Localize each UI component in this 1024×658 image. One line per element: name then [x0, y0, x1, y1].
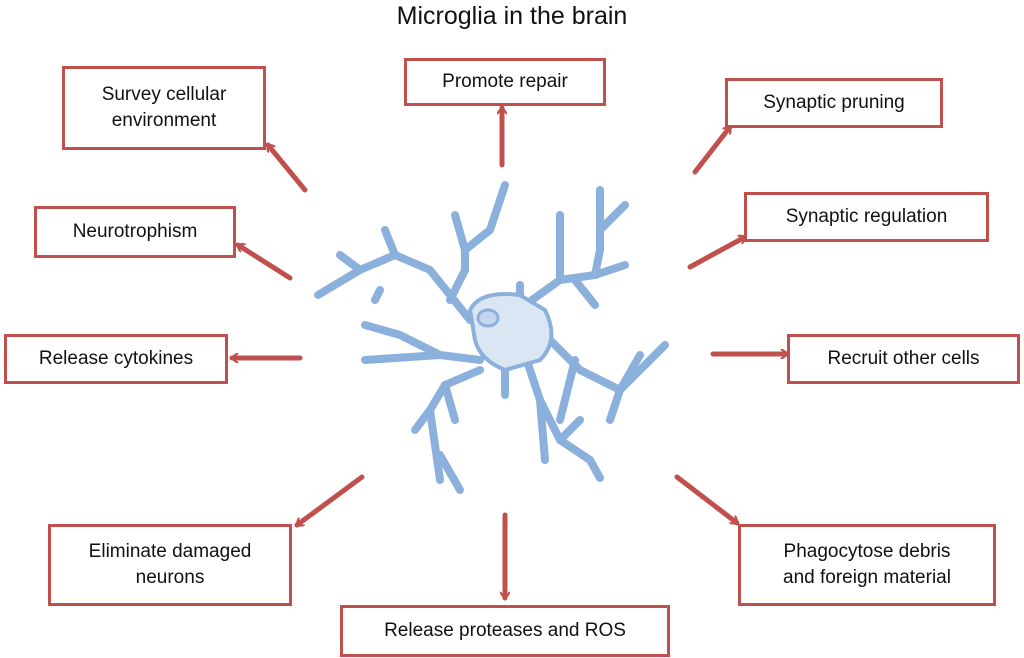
arrow-neurotrophism	[235, 242, 293, 281]
function-box-phagocytose: Phagocytose debris and foreign material	[738, 524, 996, 606]
function-box-survey: Survey cellular environment	[62, 66, 266, 150]
function-box-promote-repair: Promote repair	[404, 58, 606, 106]
function-box-recruit-cells: Recruit other cells	[787, 334, 1020, 384]
function-box-synaptic-regulation: Synaptic regulation	[744, 192, 989, 242]
arrow-eliminate-neurons	[294, 474, 365, 528]
arrow-synaptic-regulation	[687, 237, 745, 270]
function-box-synaptic-pruning: Synaptic pruning	[725, 78, 943, 128]
function-box-eliminate-neurons: Eliminate damaged neurons	[48, 524, 292, 606]
microglia-cell-icon	[314, 181, 669, 494]
arrow-synaptic-pruning	[692, 124, 733, 175]
function-box-release-cytokines: Release cytokines	[4, 334, 228, 384]
nucleus-icon	[476, 308, 500, 328]
diagram-title: Microglia in the brain	[396, 2, 628, 30]
arrow-survey	[265, 142, 308, 193]
function-box-neurotrophism: Neurotrophism	[34, 206, 236, 258]
arrow-phagocytose	[674, 474, 740, 526]
function-box-release-proteases: Release proteases and ROS	[340, 605, 670, 657]
